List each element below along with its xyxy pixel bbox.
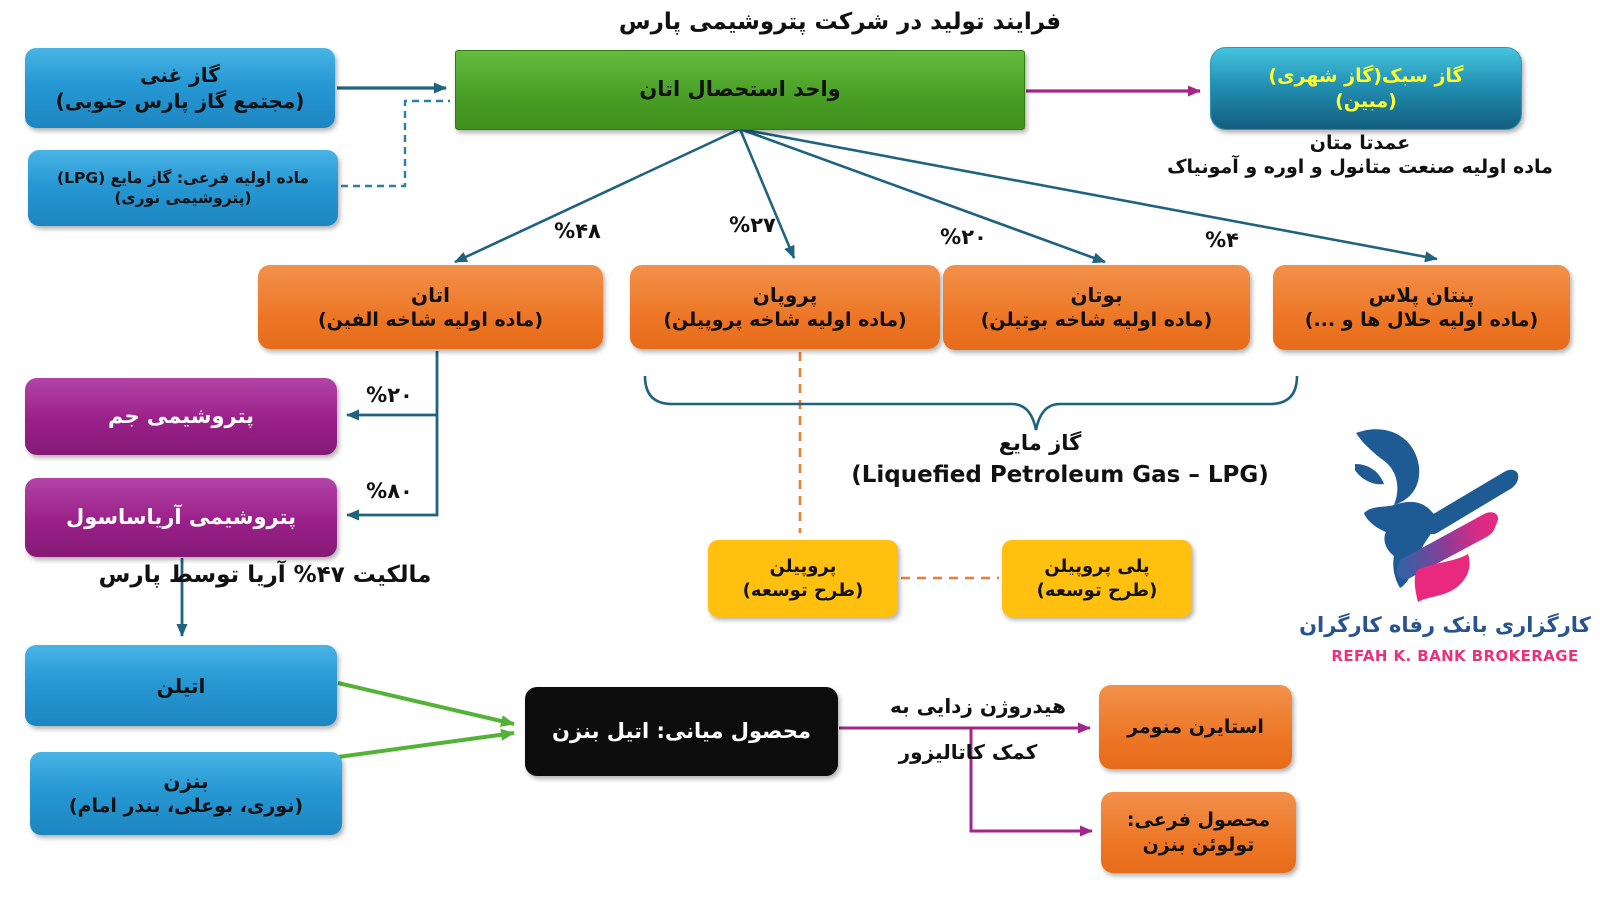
light-gas-line1: گاز سبک(گاز شهری) bbox=[1268, 64, 1464, 87]
arrow-benzene-to-ethylbenzene bbox=[337, 728, 515, 759]
arrow-unit-to-propane bbox=[738, 128, 796, 259]
methane-note-line2: ماده اولیه صنعت متانول و اوره و آمونیاک bbox=[1167, 155, 1553, 178]
lpg-group-title: گاز مایع bbox=[998, 431, 1082, 455]
lpg-group-brace bbox=[643, 375, 1299, 431]
butane-line1: بوتان bbox=[1070, 283, 1123, 308]
node-jam-petrochemical: پتروشیمی جم bbox=[25, 378, 337, 455]
ethane-unit-label: واحد استحصال اتان bbox=[639, 77, 841, 102]
node-benzene: بنزن (نوری، بوعلی، بندر امام) bbox=[30, 752, 342, 835]
node-rich-gas: گاز غنی (مجتمع گاز پارس جنوبی) bbox=[25, 48, 335, 128]
logo-name-fa: کارگزاری بانک رفاه کارگران bbox=[1299, 613, 1591, 637]
node-propane: پروپان (ماده اولیه شاخه پروپیلن) bbox=[630, 265, 940, 349]
propane-line1: پروپان bbox=[752, 282, 818, 307]
node-pentane-plus: پنتان پلاس (ماده اولیه حلال ها و ...) bbox=[1273, 265, 1570, 350]
methane-note: عمدتا متان ماده اولیه صنعت متانول و اوره… bbox=[1150, 132, 1570, 180]
rich-gas-line2: (مجتمع گاز پارس جنوبی) bbox=[55, 89, 305, 113]
ethane-line1: اتان bbox=[411, 282, 450, 307]
arrow-unit-to-pentane bbox=[739, 127, 1438, 263]
node-polypropylene: پلی پروپیلن (طرح توسعه) bbox=[1002, 540, 1192, 617]
node-propylene: پروپیلن (طرح توسعه) bbox=[708, 540, 898, 617]
rich-gas-line1: گاز غنی bbox=[140, 63, 220, 87]
propylene-line1: پروپیلن bbox=[769, 556, 837, 578]
jam-label: پتروشیمی جم bbox=[107, 403, 255, 428]
toluene-line2: تولوئن بنزن bbox=[1142, 833, 1255, 856]
node-styrene-monomer: استایرن منومر bbox=[1099, 685, 1292, 769]
dehydrogenation-note-line2: کمک کاتالیزور bbox=[898, 740, 1038, 764]
arrow-ethylene-to-ethylbenzene bbox=[337, 681, 515, 727]
node-aria-sasol-petrochemical: پتروشیمی آریاساسول bbox=[25, 478, 337, 557]
ethylene-label: اتیلن bbox=[156, 673, 206, 698]
arrow-ethane-to-aria bbox=[346, 351, 439, 521]
arrow-unit-to-ethane bbox=[454, 127, 741, 264]
node-light-gas: گاز سبک(گاز شهری) (مبین) bbox=[1210, 47, 1522, 130]
node-butane: بوتان (ماده اولیه شاخه بوتیلن) bbox=[943, 265, 1250, 350]
lpg-byproduct-line1: ماده اولیه فرعی: گاز مایع (LPG) bbox=[57, 168, 309, 187]
propane-line2: (ماده اولیه شاخه پروپیلن) bbox=[663, 308, 907, 331]
toluene-line1: محصول فرعی: bbox=[1126, 808, 1271, 831]
diagram-title: فرایند تولید در شرکت پتروشیمی پارس bbox=[618, 9, 1062, 35]
percent-to-pentane: %۴ bbox=[1205, 228, 1239, 252]
light-gas-line2: (مبین) bbox=[1335, 89, 1397, 112]
node-ethane-extraction-unit: واحد استحصال اتان bbox=[455, 50, 1025, 130]
percent-to-propane: %۲۷ bbox=[729, 213, 776, 237]
polypropylene-line1: پلی پروپیلن bbox=[1044, 556, 1150, 578]
dashed-lpg-to-ethane-unit bbox=[341, 99, 450, 188]
pentane-line2: (ماده اولیه حلال ها و ...) bbox=[1304, 309, 1539, 332]
propylene-line2: (طرح توسعه) bbox=[742, 579, 864, 601]
node-lpg-byproduct: ماده اولیه فرعی: گاز مایع (LPG) (پتروشیم… bbox=[28, 150, 338, 226]
node-ethylene: اتیلن bbox=[25, 645, 337, 726]
refah-brokerage-logo-icon bbox=[1355, 429, 1519, 602]
node-ethane: اتان (ماده اولیه شاخه الفین) bbox=[258, 265, 603, 349]
butane-line2: (ماده اولیه شاخه بوتیلن) bbox=[980, 309, 1213, 332]
percent-to-aria: %۸۰ bbox=[366, 479, 413, 503]
styrene-label: استایرن منومر bbox=[1127, 715, 1264, 738]
percent-to-butane: %۲۰ bbox=[940, 225, 987, 249]
node-toluene-byproduct: محصول فرعی: تولوئن بنزن bbox=[1101, 792, 1296, 873]
node-ethylbenzene: محصول میانی: اتیل بنزن bbox=[525, 687, 838, 776]
polypropylene-line2: (طرح توسعه) bbox=[1036, 579, 1158, 601]
percent-to-ethane: %۴۸ bbox=[554, 219, 601, 243]
lpg-byproduct-line2: (پتروشیمی نوری) bbox=[114, 189, 252, 207]
percent-to-jam: %۲۰ bbox=[366, 383, 413, 407]
arrow-unit-to-butane bbox=[739, 127, 1106, 264]
ethane-line2: (ماده اولیه شاخه الفین) bbox=[317, 308, 544, 331]
aria-label: پتروشیمی آریاساسول bbox=[65, 504, 297, 529]
dehydrogenation-note-line1: هیدروژن زدایی به bbox=[889, 694, 1067, 718]
benzene-line1: بنزن bbox=[163, 769, 209, 794]
lpg-group-subtitle: (Liquefied Petroleum Gas – LPG) bbox=[851, 462, 1269, 488]
pentane-line1: پنتان پلاس bbox=[1368, 283, 1475, 308]
ethylbenzene-label: محصول میانی: اتیل بنزن bbox=[552, 718, 811, 743]
methane-note-line1: عمدتا متان bbox=[1309, 132, 1411, 154]
benzene-line2: (نوری، بوعلی، بندر امام) bbox=[68, 795, 304, 818]
ownership-note: مالکیت ۴۷% آریا توسط پارس bbox=[98, 562, 432, 588]
arrow-ethylbenzene-to-toluene bbox=[969, 728, 1093, 837]
logo-name-en: REFAH K. BANK BROKERAGE bbox=[1331, 647, 1579, 665]
